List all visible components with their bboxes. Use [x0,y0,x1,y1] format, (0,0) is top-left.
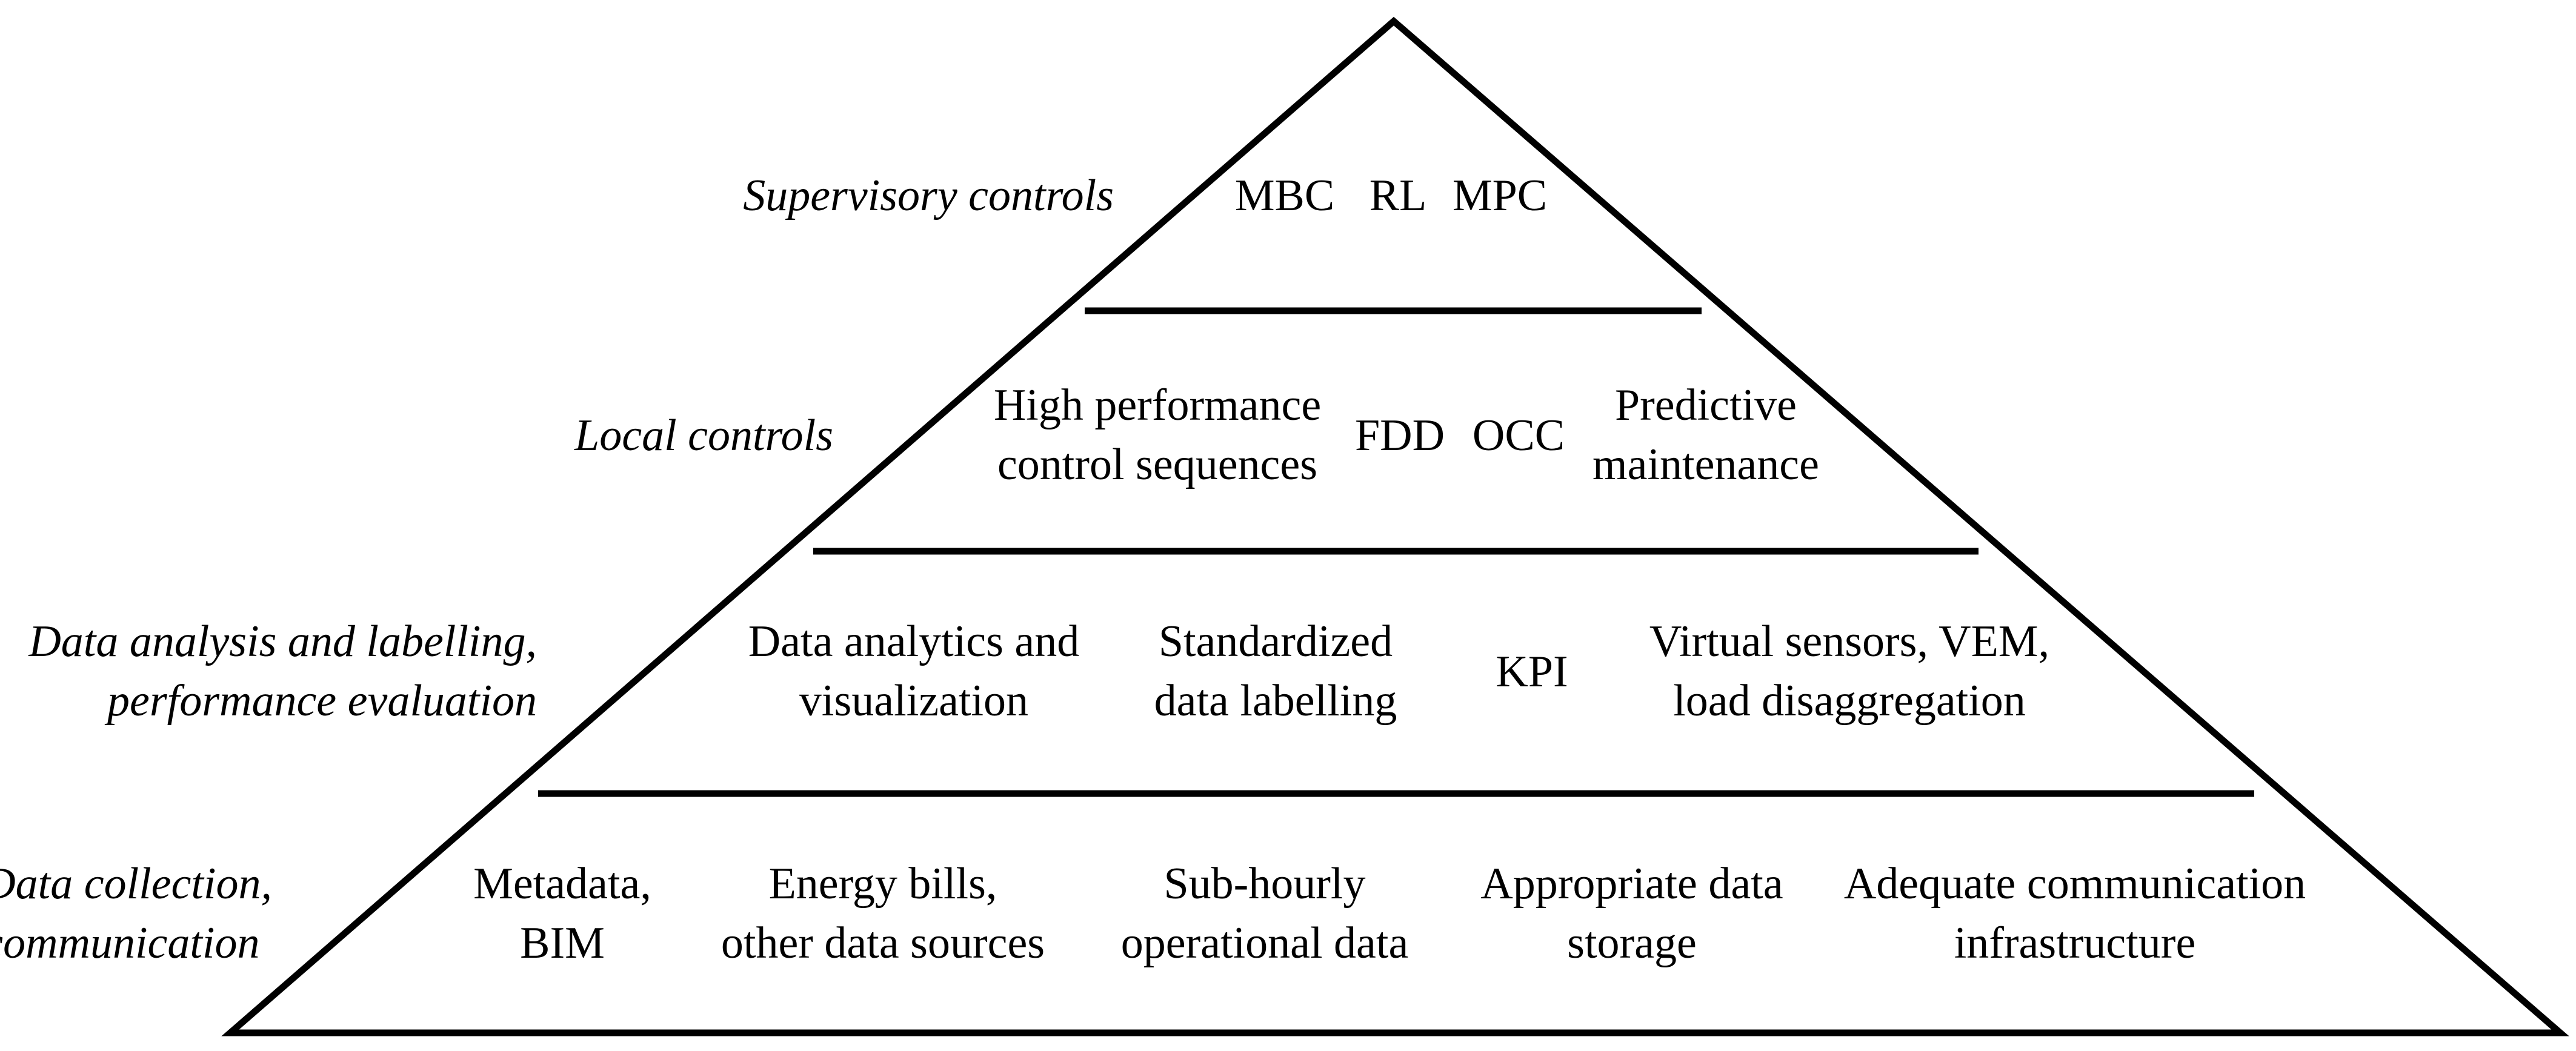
item-rl: RL [1369,171,1427,220]
tier-label-data-collection: Data collection,communication [0,859,272,968]
tier-label-supervisory-controls: Supervisory controls [743,171,1114,220]
item-energy-bills: Energy bills,other data sources [721,859,1045,968]
item-fdd: FDD [1354,411,1445,460]
item-kpi: KPI [1496,647,1568,697]
item-mpc: MPC [1452,171,1548,220]
item-mbc: MBC [1234,171,1335,220]
pyramid-outline [221,16,2569,1036]
tier-label-local-controls: Local controls [574,411,833,460]
item-metadata-bim: Metadata,BIM [473,859,651,968]
item-virtual-sensors: Virtual sensors, VEM,load disaggregation [1649,617,2050,726]
item-occ: OCC [1472,411,1565,460]
tier-label-data-analysis: Data analysis and labelling,performance … [28,617,537,726]
